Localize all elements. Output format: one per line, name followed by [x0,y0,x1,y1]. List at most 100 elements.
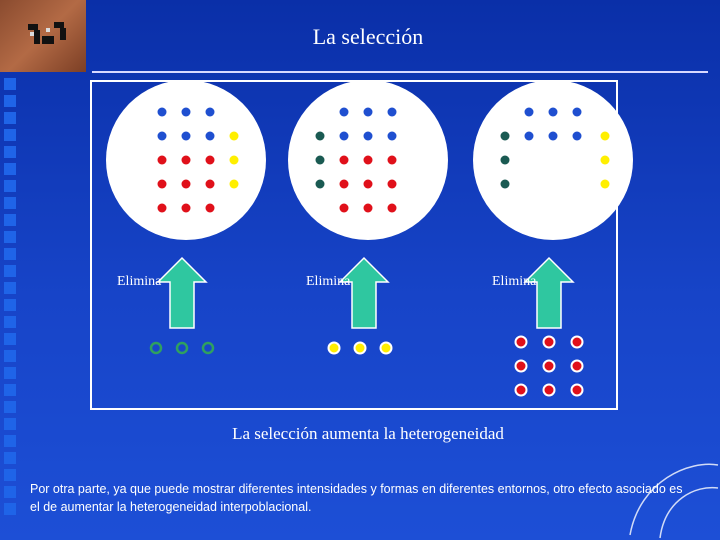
decor-square [4,231,16,243]
individual-dot-blue [524,107,534,117]
diagram-caption: La selección aumenta la heterogeneidad [232,424,504,443]
individual-dot-blue [181,107,191,117]
eliminated-dot-red [514,383,528,397]
individual-dot-red [205,203,215,213]
eliminated-dot-green [149,341,163,355]
up-arrow-icon [338,256,390,329]
eliminated-dot-red [570,359,584,373]
title-divider [92,71,708,73]
individual-dot-yellow [600,155,610,165]
up-arrow-icon [156,256,208,329]
individual-dot-blue [205,131,215,141]
decor-square [4,265,16,277]
individual-dot-blue [387,107,397,117]
decor-square [4,333,16,345]
eliminated-dot-yellow [379,341,393,355]
individual-dot-red [181,155,191,165]
individual-dot-blue [548,107,558,117]
individual-dot-green [315,179,325,189]
individual-dot-blue [363,107,373,117]
individual-dot-red [181,179,191,189]
individual-dot-blue [572,131,582,141]
individual-dot-blue [524,131,534,141]
individual-dot-green [500,155,510,165]
individual-dot-red [205,179,215,189]
eliminated-dot-red [542,359,556,373]
decor-square [4,452,16,464]
decor-square [4,248,16,260]
diagram-frame [90,80,618,410]
decor-square [4,350,16,362]
decor-square [4,384,16,396]
individual-dot-red [339,155,349,165]
population-circle [473,80,633,240]
decor-square [4,78,16,90]
eliminated-dot-red [542,383,556,397]
eliminated-dot-green [201,341,215,355]
elimina-label-2: Elimina [306,274,351,289]
individual-dot-red [339,179,349,189]
decor-square [4,401,16,413]
individual-dot-yellow [229,179,239,189]
slide-title: La selección [312,24,424,49]
individual-dot-red [387,179,397,189]
individual-dot-yellow [229,131,239,141]
individual-dot-blue [339,107,349,117]
decor-square [4,129,16,141]
individual-dot-yellow [600,179,610,189]
decor-square [4,367,16,379]
individual-dot-yellow [229,155,239,165]
individual-dot-blue [181,131,191,141]
individual-dot-red [387,155,397,165]
individual-dot-red [205,155,215,165]
individual-dot-red [157,203,167,213]
logo [0,0,86,72]
individual-dot-red [181,203,191,213]
body-paragraph: Por otra parte, ya que puede mostrar dif… [30,482,683,514]
decor-square [4,214,16,226]
eliminated-dot-green [175,341,189,355]
decor-square [4,418,16,430]
individual-dot-green [315,131,325,141]
decor-square [4,316,16,328]
individual-dot-blue [363,131,373,141]
decor-square [4,435,16,447]
individual-dot-blue [205,107,215,117]
eliminated-dot-red [542,335,556,349]
eliminated-dot-yellow [327,341,341,355]
individual-dot-red [157,155,167,165]
individual-dot-blue [387,131,397,141]
decor-square [4,469,16,481]
decor-square [4,163,16,175]
individual-dot-blue [157,107,167,117]
up-arrow-icon [523,256,575,329]
logo-mark-icon [28,22,66,44]
individual-dot-red [339,203,349,213]
decor-square [4,112,16,124]
decor-square [4,503,16,515]
individual-dot-blue [157,131,167,141]
individual-dot-red [363,203,373,213]
individual-dot-green [500,131,510,141]
decor-square [4,486,16,498]
individual-dot-red [387,203,397,213]
individual-dot-red [363,179,373,189]
eliminated-dot-red [570,335,584,349]
individual-dot-blue [572,107,582,117]
individual-dot-red [363,155,373,165]
individual-dot-green [500,179,510,189]
left-decoration [4,78,18,520]
decorative-swirl-icon [629,463,719,539]
eliminated-dot-red [514,335,528,349]
decor-square [4,180,16,192]
individual-dot-blue [339,131,349,141]
decor-square [4,197,16,209]
elimina-label-1: Elimina [117,274,162,289]
individual-dot-yellow [600,131,610,141]
eliminated-dot-red [570,383,584,397]
individual-dot-green [315,155,325,165]
decor-square [4,299,16,311]
decor-square [4,95,16,107]
